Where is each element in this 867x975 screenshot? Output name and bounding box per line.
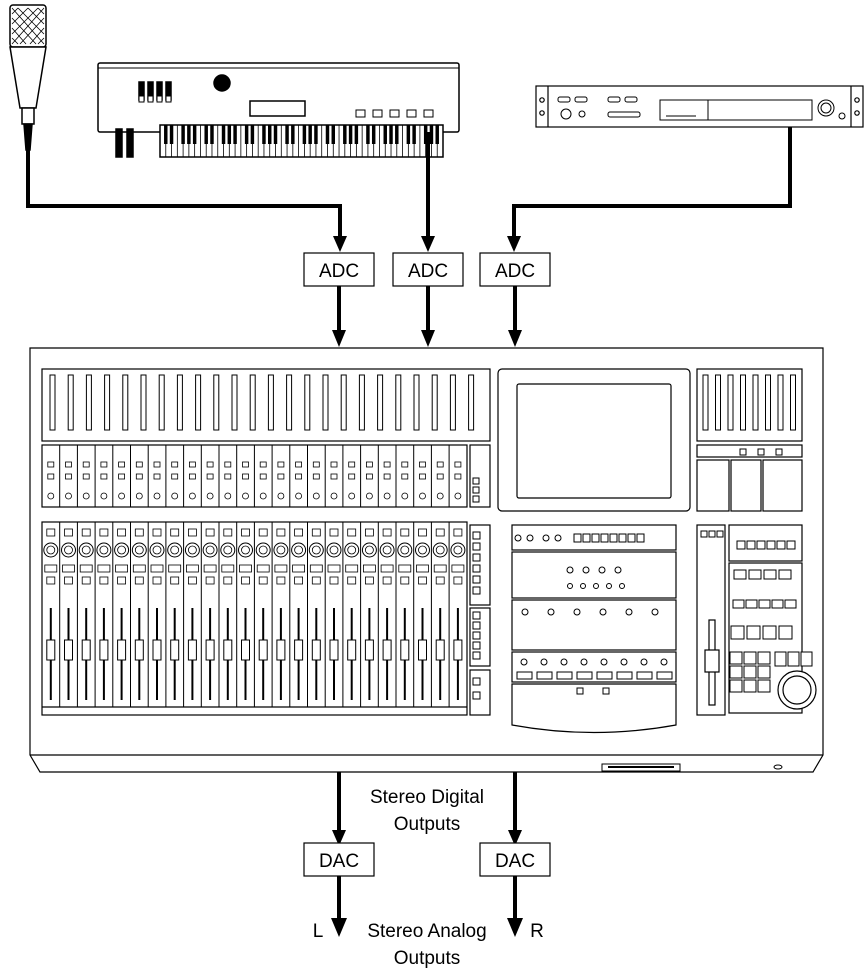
- analog-outputs-caption-line1: Stereo Analog: [367, 921, 486, 942]
- digital-outputs-caption-line1: Stereo Digital: [370, 787, 484, 808]
- adc-to-console-arrows: [332, 286, 522, 347]
- left-channel-label: L: [313, 921, 324, 942]
- adc-label: ADC: [495, 261, 535, 282]
- analog-outputs-caption-line2: Outputs: [394, 948, 461, 969]
- digital-mixing-console-icon: [30, 348, 823, 772]
- adc-label: ADC: [408, 261, 448, 282]
- microphone-icon: [10, 5, 46, 150]
- digital-outputs-caption-line2: Outputs: [394, 814, 461, 835]
- dac-label: DAC: [319, 851, 359, 872]
- keyboard-synth-icon: [98, 63, 459, 157]
- right-channel-label: R: [530, 921, 544, 942]
- input-arrowheads: [333, 236, 521, 252]
- adc-label: ADC: [319, 261, 359, 282]
- adc-box-2: ADC: [393, 253, 463, 286]
- dac-label: DAC: [495, 851, 535, 872]
- rack-unit-icon: [536, 86, 863, 127]
- dac-box-right: DAC: [480, 843, 550, 876]
- adc-box-1: ADC: [304, 253, 374, 286]
- dac-box-left: DAC: [304, 843, 374, 876]
- adc-box-3: ADC: [480, 253, 550, 286]
